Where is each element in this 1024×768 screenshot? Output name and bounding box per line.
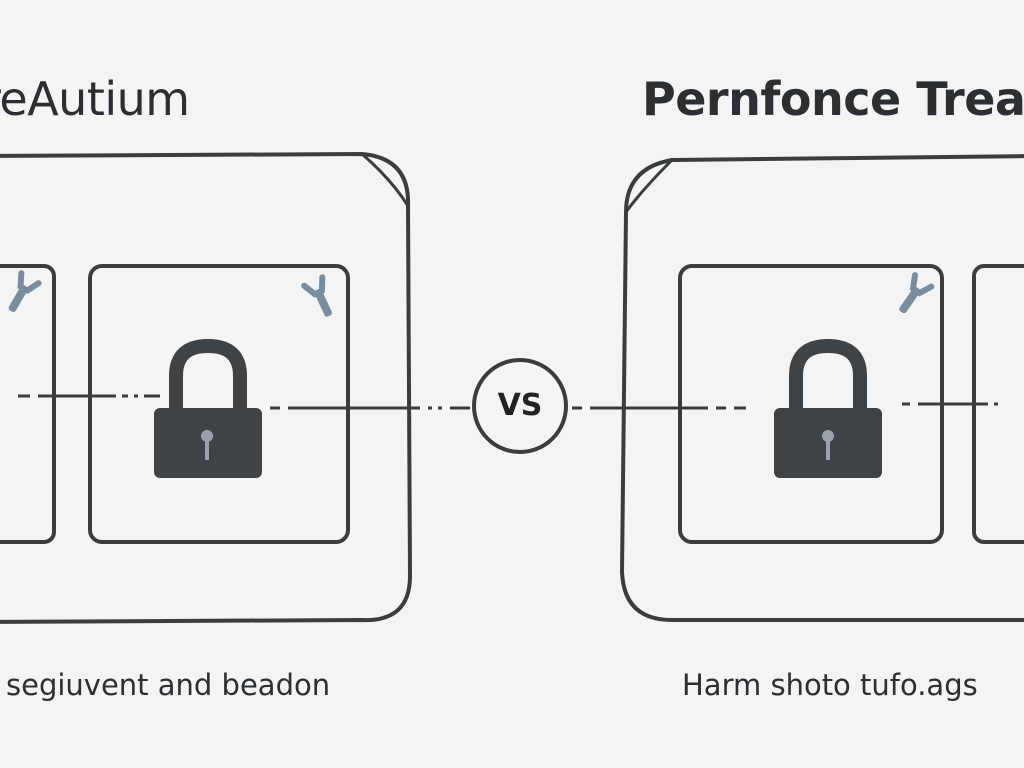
vs-circle <box>472 358 568 454</box>
left-inner-box-partial <box>0 264 56 544</box>
vs-label: VS <box>497 388 543 423</box>
left-outer-container-edge <box>361 152 410 207</box>
left-outer-container <box>0 152 412 624</box>
right-panel-title: Pernfonce Trea <box>642 72 1024 126</box>
left-panel-title: reAutium <box>0 72 190 126</box>
right-outer-container <box>620 154 1024 622</box>
left-inner-box-main <box>88 264 350 544</box>
right-outer-container-edge <box>624 158 674 213</box>
lock-icon <box>774 338 882 478</box>
left-panel-caption: segiuvent and beadon <box>6 668 331 702</box>
right-panel-caption: Harm shoto tufo.ags <box>682 668 978 702</box>
wrench-icon <box>8 270 42 312</box>
wrench-icon <box>301 274 332 317</box>
wrench-icon <box>899 272 935 314</box>
lock-icon <box>154 338 262 478</box>
